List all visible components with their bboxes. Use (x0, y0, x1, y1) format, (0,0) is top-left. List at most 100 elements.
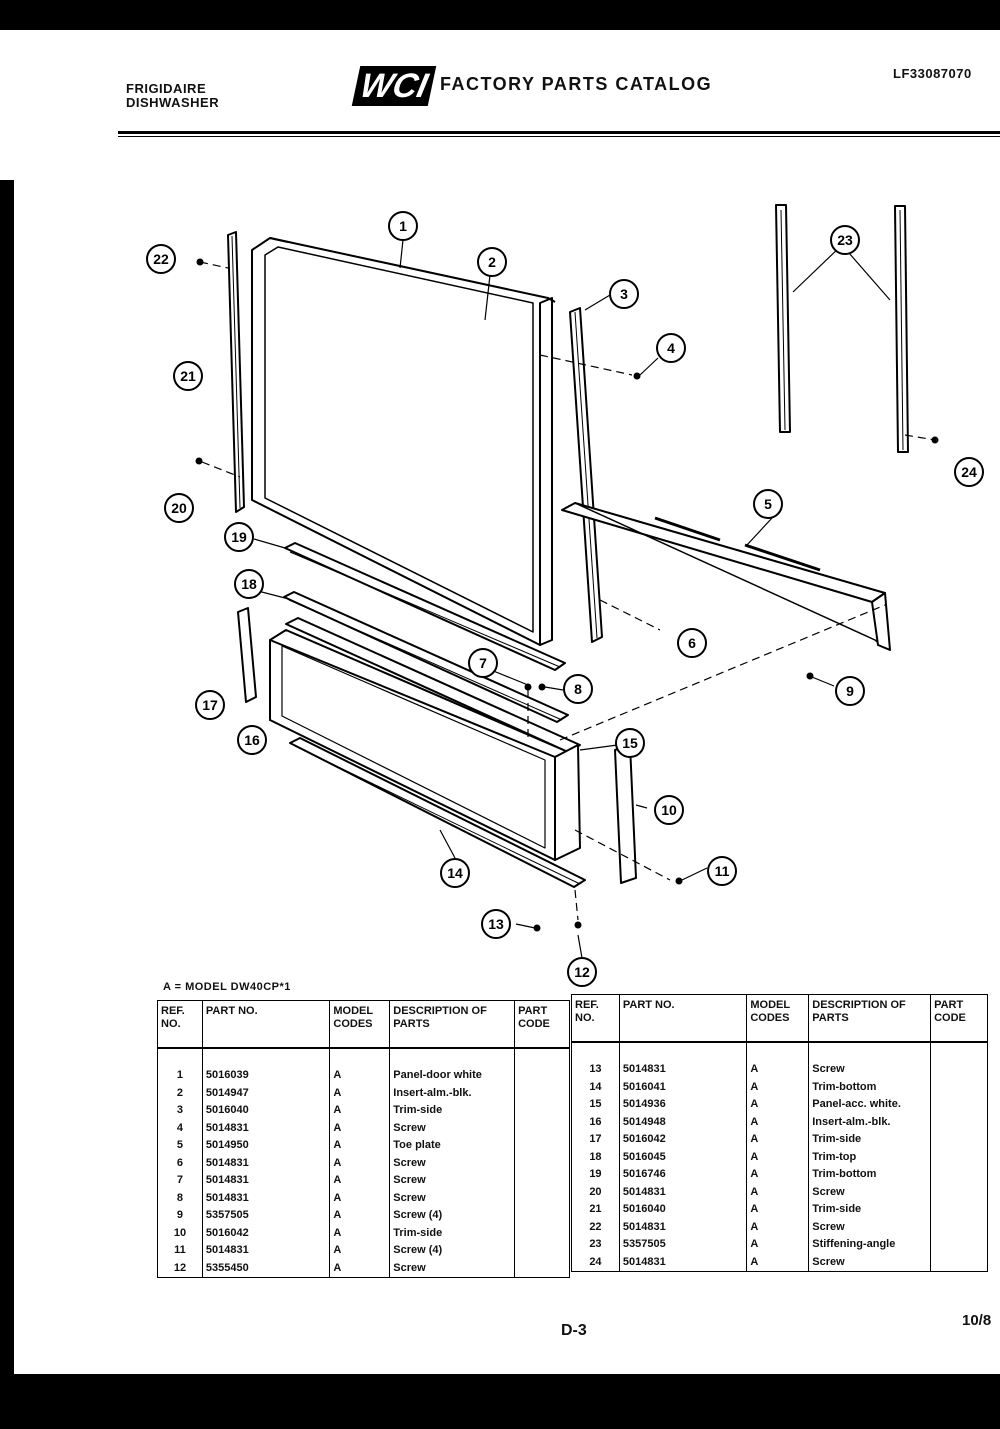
callout-13 (481, 909, 511, 939)
door-panel-part (251, 237, 556, 646)
model-number: LF33087070 (893, 66, 972, 81)
callout-label-16: 16 (244, 732, 260, 748)
ref-no-cell: 14 (571, 1078, 620, 1096)
part-code-cell (930, 1166, 988, 1184)
catalog-title: FACTORY PARTS CATALOG (440, 74, 713, 94)
part-no-cell: 5014831 (201, 1119, 331, 1137)
description-cell: Screw (808, 1218, 932, 1236)
callout-label-18: 18 (241, 576, 257, 592)
model-code-cell: A (746, 1218, 810, 1236)
callout-label-4: 4 (667, 340, 675, 356)
col-model-codes: MODEL CODES (329, 1000, 391, 1049)
callout-label-21: 21 (180, 368, 196, 384)
ref-no-cell: 13 (571, 1042, 620, 1079)
part-no-cell: 5016040 (618, 1201, 748, 1219)
part-no-cell: 5014947 (201, 1084, 331, 1102)
model-code-cell: A (746, 1148, 810, 1166)
callout-16 (237, 725, 267, 755)
description-cell: Screw (389, 1189, 516, 1207)
part-no-cell: 5357505 (201, 1207, 331, 1225)
part-no-cell: 5014936 (618, 1096, 748, 1114)
part-no-cell: 5016041 (618, 1078, 748, 1096)
part-no-cell: 5014831 (618, 1218, 748, 1236)
trim-bottom-upper-part (284, 542, 566, 671)
part-code-cell (930, 1131, 988, 1149)
callout-8 (563, 674, 593, 704)
part-code-cell (514, 1137, 570, 1155)
part-code-cell (514, 1048, 570, 1085)
part-no-cell: 5355450 (201, 1259, 331, 1278)
callout-18 (234, 569, 264, 599)
part-code-cell (930, 1096, 988, 1114)
part-code-cell (514, 1242, 570, 1260)
description-cell: Screw (389, 1172, 516, 1190)
ref-no-cell: 2 (157, 1084, 203, 1102)
callout-9 (835, 676, 865, 706)
part-no-cell: 5014950 (201, 1137, 331, 1155)
description-cell: Insert-alm.-blk. (808, 1113, 932, 1131)
ref-no-cell: 6 (157, 1154, 203, 1172)
part-code-cell (514, 1207, 570, 1225)
callout-24 (954, 457, 984, 487)
ref-no-cell: 7 (157, 1172, 203, 1190)
col-ref-no: REF. NO. (157, 1000, 203, 1049)
ref-no-cell: 8 (157, 1189, 203, 1207)
callout-label-10: 10 (661, 802, 677, 818)
callout-label-1: 1 (399, 218, 407, 234)
part-no-cell: 5016045 (618, 1148, 748, 1166)
trim-bottom-lower-part (289, 737, 586, 888)
description-cell: Screw (389, 1154, 516, 1172)
ref-no-cell: 24 (571, 1253, 620, 1272)
ref-no-cell: 10 (157, 1224, 203, 1242)
trim-side-right-part (569, 307, 603, 643)
callout-19 (224, 522, 254, 552)
col-description: DESCRIPTION OF PARTS (808, 994, 932, 1043)
scan-border-left (0, 180, 14, 1380)
description-cell: Trim-side (389, 1102, 516, 1120)
part-code-cell (514, 1172, 570, 1190)
ref-no-cell: 3 (157, 1102, 203, 1120)
callout-10 (654, 795, 684, 825)
header-rule-thin (118, 136, 1000, 137)
trim-side-17-part (237, 607, 257, 703)
part-code-cell (514, 1119, 570, 1137)
exploded-parts-diagram: 1 2 3 4 5 6 7 8 9 10 11 12 13 14 15 16 1… (146, 204, 984, 987)
model-code-cell: A (329, 1084, 391, 1102)
part-no-cell: 5016039 (201, 1048, 331, 1085)
part-code-cell (930, 1236, 988, 1254)
part-no-cell: 5016746 (618, 1166, 748, 1184)
callout-label-7: 7 (479, 655, 487, 671)
callout-label-15: 15 (622, 735, 638, 751)
model-code-cell: A (746, 1113, 810, 1131)
model-code-cell: A (329, 1242, 391, 1260)
description-cell: Toe plate (389, 1137, 516, 1155)
model-code-cell: A (746, 1042, 810, 1079)
part-no-cell: 5014831 (618, 1042, 748, 1079)
ref-no-cell: 1 (157, 1048, 203, 1085)
callout-21 (173, 361, 203, 391)
callout-label-9: 9 (846, 683, 854, 699)
callout-label-5: 5 (764, 496, 772, 512)
part-code-cell (930, 1218, 988, 1236)
callout-label-20: 20 (171, 500, 187, 516)
description-cell: Screw (808, 1253, 932, 1272)
part-no-cell: 5016042 (201, 1224, 331, 1242)
model-code-cell: A (329, 1154, 391, 1172)
description-cell: Screw (389, 1119, 516, 1137)
part-code-cell (514, 1259, 570, 1278)
callout-7 (468, 648, 498, 678)
ref-no-cell: 9 (157, 1207, 203, 1225)
scan-border-top (0, 0, 1000, 30)
